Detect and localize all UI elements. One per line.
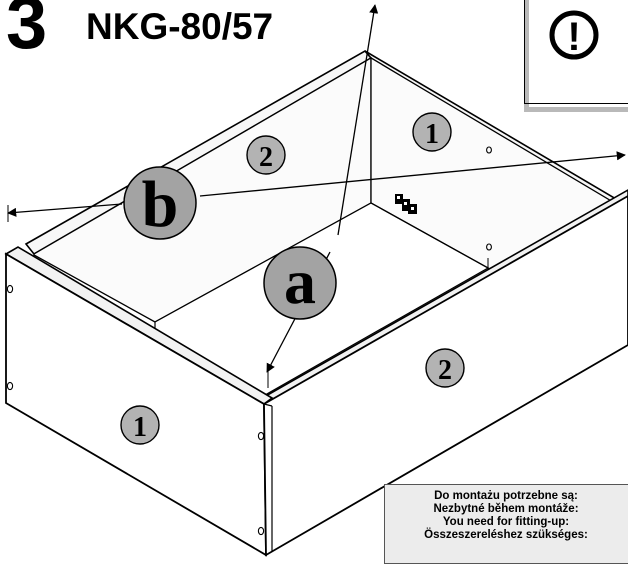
- exclamation-circle-icon: !: [549, 10, 599, 60]
- tools-line-pl: Do montażu potrzebne są:: [434, 490, 578, 502]
- tools-line-cz: Nezbytné během montáže:: [433, 503, 579, 515]
- panel-badge-side-back: 1: [412, 112, 452, 152]
- diagonal-b-arrow: [199, 151, 626, 197]
- panel-badge-side-front: 1: [120, 405, 160, 445]
- model-code: NKG-80/57: [86, 6, 274, 47]
- panel-label-long-back: 2: [259, 142, 273, 173]
- diagonal-a-arrow: [337, 4, 379, 236]
- tools-callout: Do montażu potrzebne są: Nezbytné během …: [384, 484, 628, 564]
- panel-label-side-back: 1: [425, 119, 439, 150]
- panel-badge-long-back: 2: [246, 135, 286, 175]
- tools-line-hu: Összeszereléshez szükséges:: [424, 529, 588, 541]
- diagonal-b-label: b: [142, 168, 179, 241]
- step-number: 3: [6, 0, 48, 64]
- diagonal-a-label: a: [284, 246, 316, 317]
- exclamation-glyph: !: [567, 15, 580, 59]
- warning-box: [524, 0, 628, 104]
- hinge-fitting: [395, 194, 417, 214]
- panel-label-side-front: 1: [133, 412, 147, 443]
- panel-label-long-front: 2: [438, 355, 452, 386]
- tools-line-en: You need for fitting-up:: [442, 516, 570, 528]
- diagonal-b-badge: b: [123, 166, 197, 241]
- panel-badge-long-front: 2: [425, 348, 465, 388]
- diagonal-a-badge: a: [263, 246, 337, 320]
